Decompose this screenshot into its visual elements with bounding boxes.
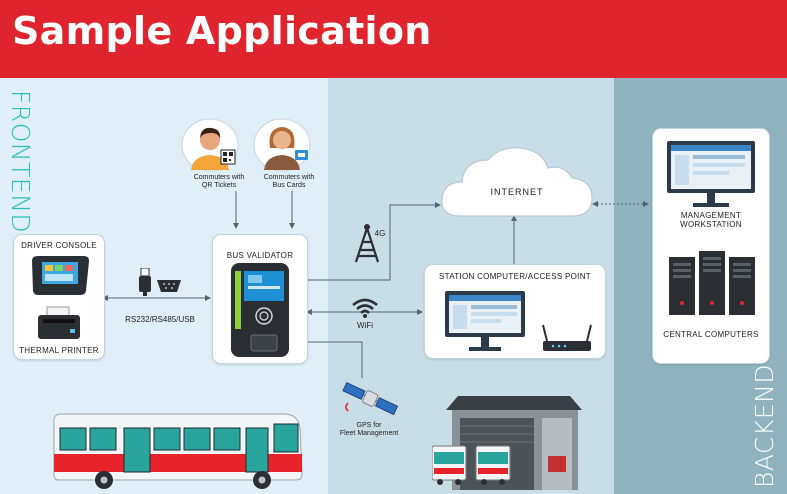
gps-satellite-icon [340,381,400,417]
validator-to-4g-line [307,202,441,281]
wifi-icon [350,297,380,319]
gps-label: GPS for Fleet Management [323,422,415,438]
commuter-card-label-line2: Bus Cards [272,182,306,190]
commuter-qr-label: Commuters with QR Tickets [184,174,254,190]
backend-card: MANAGEMENT WORKSTATION CENTRAL COMPUTERS [652,128,770,364]
usb-connector-icon [138,267,152,296]
gps-label-line1: GPS for [356,422,382,429]
wifi-label: WiFi [357,321,373,330]
central-computers-label: CENTRAL COMPUTERS [663,330,759,339]
header-banner: Sample Application [0,0,787,78]
internet-cloud-icon [438,142,596,220]
central-computers-icon [667,249,757,319]
gps-link-line [307,341,363,378]
thermal-printer-icon [34,305,84,341]
bus-validator-label: BUS VALIDATOR [226,251,294,260]
access-point-router-icon [539,321,595,353]
management-workstation-label-line1: MANAGEMENT [680,211,742,220]
management-workstation-icon [665,139,757,211]
commuter-card-avatar [253,118,311,172]
management-workstation-label-line2: WORKSTATION [680,220,742,230]
station-computer-label: STATION COMPUTER/ACCESS POINT [439,272,591,281]
driver-console-card: DRIVER CONSOLE THERMAL PRINTER [13,234,105,360]
frontend-label: FRONTEND [6,90,35,234]
driver-console-label: DRIVER CONSOLE [21,241,97,250]
management-workstation-label: MANAGEMENT WORKSTATION [653,211,769,229]
internet-label: INTERNET [490,187,544,197]
commuter-card-label: Commuters with Bus Cards [254,174,324,190]
commuter-qr-label-line1: Commuters with [193,174,245,181]
page-title: Sample Application [12,9,432,53]
commuter-card-label-line1: Commuters with [263,174,315,181]
driver-console-icon [28,253,92,297]
bus-validator-icon [229,261,291,359]
station-computer-card: STATION COMPUTER/ACCESS POINT [424,264,606,359]
gps-label-line2: Fleet Management [339,430,399,438]
serial-link-label: RS232/RS485/USB [125,315,195,324]
commuter-qr-label-line2: QR Tickets [201,182,237,190]
bus-validator-card: BUS VALIDATOR [212,234,308,364]
station-monitor-icon [443,289,527,353]
commuter-qr-avatar [181,118,239,172]
cell-tower-icon [352,222,382,264]
bus-icon [48,410,304,490]
serial-connector-icon [156,278,182,294]
thermal-printer-label: THERMAL PRINTER [19,346,99,355]
bus-depot-icon [431,390,594,490]
cellular-label: 4G [374,229,386,238]
